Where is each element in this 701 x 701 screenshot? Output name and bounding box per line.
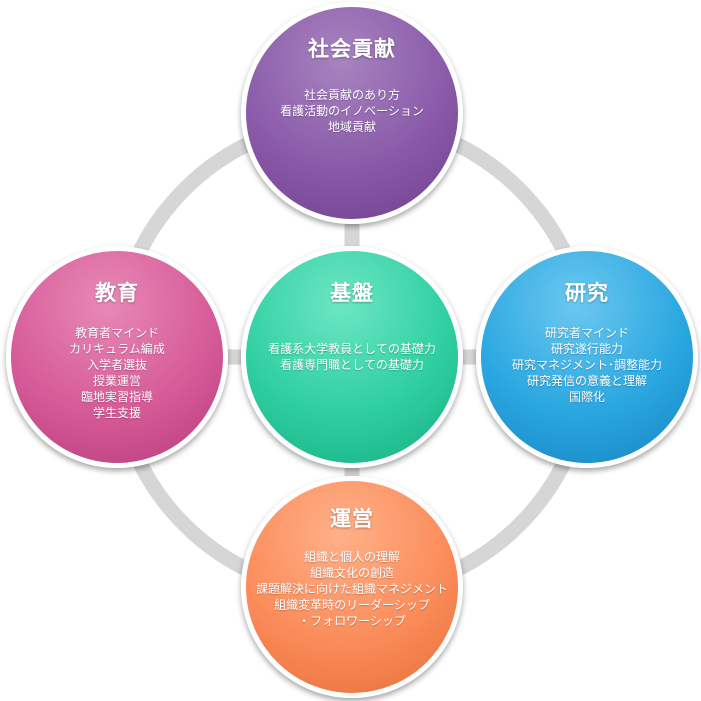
node-item: 看護系大学教員としての基礎力	[268, 342, 436, 356]
node-item: 入学者選抜	[86, 358, 147, 372]
node-management: 運営 組織と個人の理解 組織文化の創造 課題解決に向けた組織マネジメント 組織変…	[241, 476, 463, 698]
node-item: 研究マネジメント･調整能力	[511, 358, 662, 372]
node-item: 課題解決に向けた組織マネジメント	[255, 582, 448, 596]
node-education: 教育 教育者マインド カリキュラム編成 入学者選抜 授業運営 臨地実習指導 学生…	[6, 246, 228, 468]
node-title: 運営	[330, 507, 374, 531]
node-item: 学生支援	[92, 406, 141, 420]
node-item: 研究遂行能力	[550, 342, 623, 356]
node-item: 地域貢献	[327, 120, 376, 134]
node-item: 看護専門職としての基礎力	[280, 358, 424, 372]
node-items: 組織と個人の理解 組織文化の創造 課題解決に向けた組織マネジメント 組織変革時の…	[256, 549, 448, 629]
node-item: 臨地実習指導	[80, 390, 153, 404]
node-item: 組織と個人の理解	[303, 550, 400, 564]
node-title: 社会貢献	[308, 37, 396, 61]
node-title: 基盤	[330, 281, 374, 305]
node-title: 教育	[95, 281, 139, 305]
node-items: 社会貢献のあり方 看護活動のイノベーション 地域貢献	[280, 87, 424, 135]
node-item: 看護活動のイノベーション	[280, 104, 424, 118]
node-items: 教育者マインド カリキュラム編成 入学者選抜 授業運営 臨地実習指導 学生支援	[69, 325, 165, 421]
node-item: 研究者マインド	[544, 326, 629, 340]
node-item: 組織変革時のリーダーシップ	[274, 598, 430, 612]
node-item: 教育者マインド	[74, 326, 159, 340]
node-items: 看護系大学教員としての基礎力 看護専門職としての基礎力	[268, 341, 436, 373]
node-item: ・フォロワーシップ	[298, 614, 406, 628]
node-social-contribution: 社会貢献 社会貢献のあり方 看護活動のイノベーション 地域貢献	[241, 2, 463, 224]
node-item: 授業運営	[92, 374, 141, 388]
node-research: 研究 研究者マインド 研究遂行能力 研究マネジメント･調整能力 研究発信の意義と…	[476, 246, 698, 468]
node-item: 研究発信の意義と理解	[526, 374, 647, 388]
node-item: 社会貢献のあり方	[303, 88, 400, 102]
node-foundation: 基盤 看護系大学教員としての基礎力 看護専門職としての基礎力	[241, 246, 463, 468]
node-item: カリキュラム編成	[69, 342, 165, 356]
node-title: 研究	[565, 281, 609, 305]
node-items: 研究者マインド 研究遂行能力 研究マネジメント･調整能力 研究発信の意義と理解 …	[512, 325, 662, 405]
node-item: 国際化	[568, 390, 605, 404]
node-item: 組織文化の創造	[309, 566, 394, 580]
